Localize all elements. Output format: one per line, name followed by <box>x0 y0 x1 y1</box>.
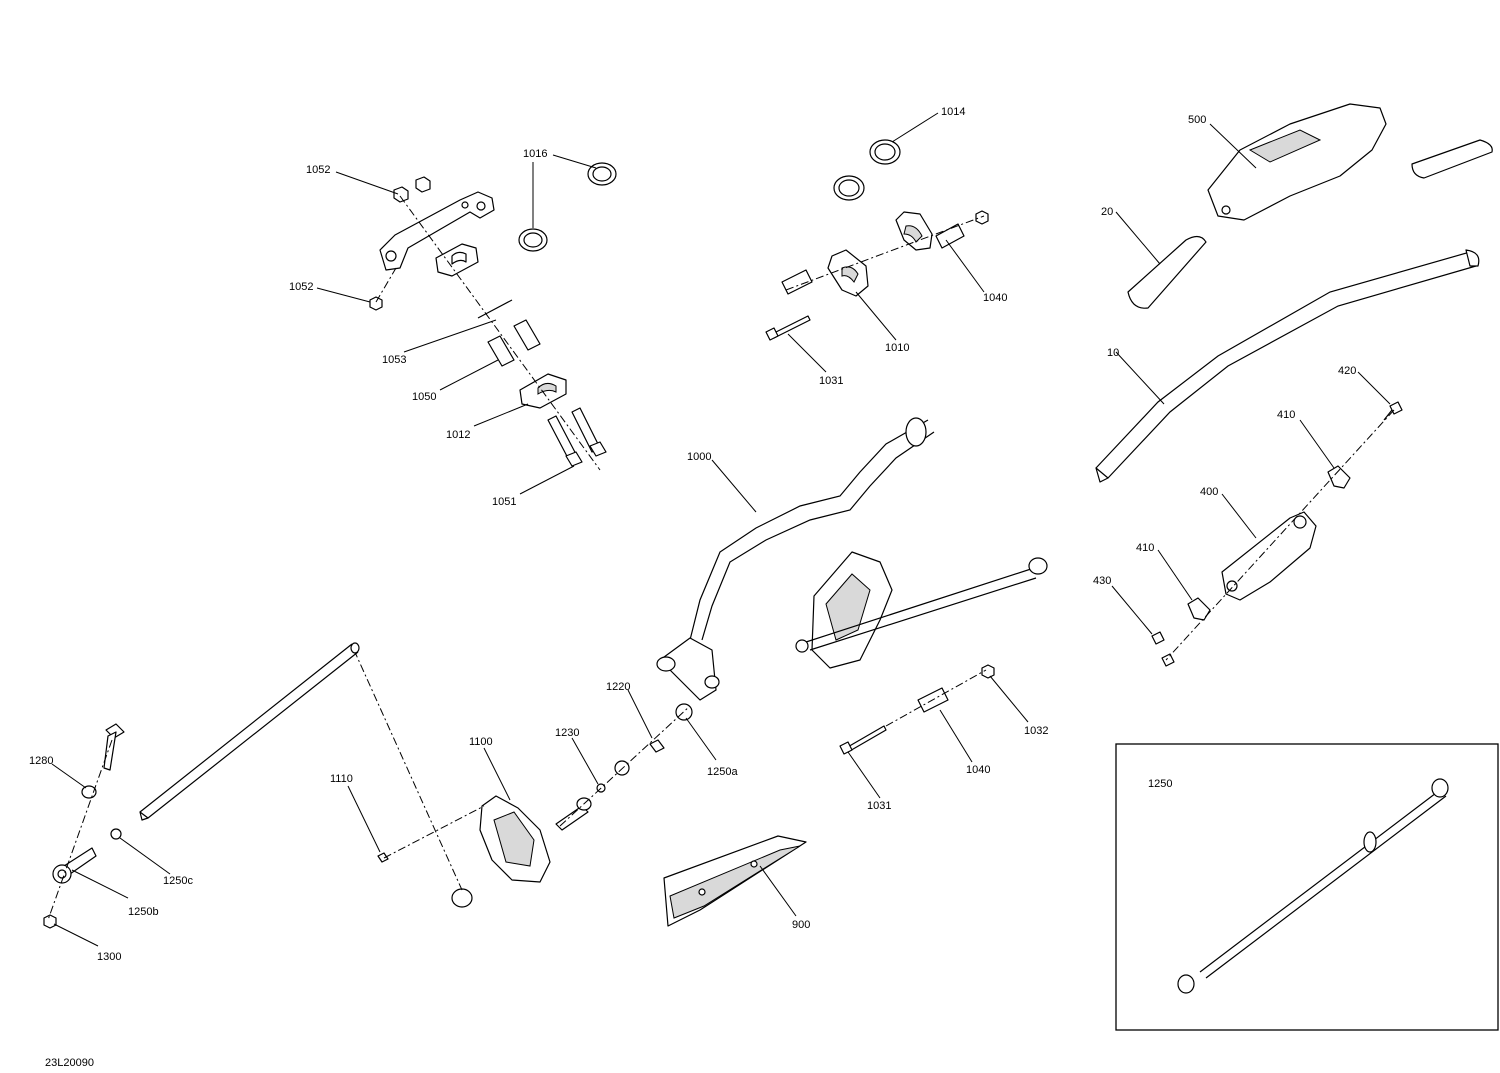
callout-labels: 1052 1052 1016 1053 1050 1012 1051 1014 … <box>29 106 1356 1069</box>
callout-1031-top: 1031 <box>819 375 843 387</box>
callout-10: 10 <box>1107 347 1119 359</box>
callout-1000: 1000 <box>687 451 711 463</box>
callout-1280: 1280 <box>29 755 53 767</box>
callout-1010: 1010 <box>885 342 909 354</box>
callout-1016: 1016 <box>523 148 547 160</box>
callout-1031-lower: 1031 <box>867 800 891 812</box>
inset-detail-1250 <box>1115 743 1499 1031</box>
callout-400: 400 <box>1200 486 1218 498</box>
callout-1051: 1051 <box>492 496 516 508</box>
leader-lines <box>51 112 1391 947</box>
callout-1014: 1014 <box>941 106 965 118</box>
callout-1250a: 1250a <box>707 766 738 778</box>
callout-1053: 1053 <box>382 354 406 366</box>
callout-500: 500 <box>1188 114 1206 126</box>
callout-1110: 1110 <box>330 773 353 785</box>
skid-plate-900 <box>663 835 807 927</box>
callout-1040-top: 1040 <box>983 292 1007 304</box>
housing-1100 <box>353 649 693 908</box>
callout-1040-lower: 1040 <box>966 764 990 776</box>
housing-with-rod <box>795 551 1048 755</box>
callout-900: 900 <box>792 919 810 931</box>
clamp-assembly-left <box>369 162 617 471</box>
diagram-reference-code: 23L20090 <box>45 1057 94 1069</box>
callout-1032: 1032 <box>1024 725 1048 737</box>
callout-420: 420 <box>1338 365 1356 377</box>
callout-1052-top: 1052 <box>306 164 330 176</box>
callout-1250c: 1250c <box>163 875 193 887</box>
callout-430: 430 <box>1093 575 1111 587</box>
callout-1050: 1050 <box>412 391 436 403</box>
inset-label: 1250 <box>1148 778 1172 790</box>
callout-1052-lower: 1052 <box>289 281 313 293</box>
callout-1012: 1012 <box>446 429 470 441</box>
callout-410-lower: 410 <box>1136 542 1154 554</box>
long-rod-assembly <box>43 642 360 929</box>
callout-1250b: 1250b <box>128 906 159 918</box>
callout-1300: 1300 <box>97 951 121 963</box>
clamp-assembly-middle <box>765 139 989 341</box>
tie-rod-1000 <box>656 417 935 701</box>
linkage-assembly-right <box>1151 401 1403 667</box>
callout-1220: 1220 <box>606 681 630 693</box>
callout-410-top: 410 <box>1277 409 1295 421</box>
callout-20: 20 <box>1101 206 1113 218</box>
callout-1100: 1100 <box>469 736 493 748</box>
grip-and-handlebar <box>1095 103 1493 483</box>
callout-1230: 1230 <box>555 727 579 739</box>
